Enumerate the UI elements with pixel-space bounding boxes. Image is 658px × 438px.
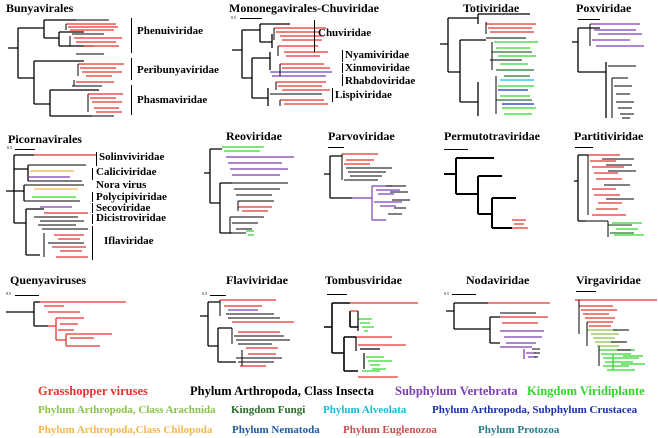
scale-label: 0.5	[444, 291, 449, 296]
clade-bracket	[131, 85, 132, 115]
clade-bracket	[131, 58, 132, 80]
legend-item-chilopoda: Phylum Arthropoda,Class Chilopoda	[38, 424, 213, 436]
clade-label: Nora virus	[96, 179, 147, 191]
clade-bracket	[131, 18, 132, 53]
clade-label: Caliciviridae	[96, 166, 157, 178]
legend-item-crustacea: Phylum Arthropoda, Subphylum Crustacea	[432, 404, 638, 416]
scale-bar	[240, 18, 262, 19]
scale-bar	[327, 294, 347, 295]
legend-item-nematoda: Phylum Nematoda	[232, 424, 320, 436]
clade-bracket	[92, 214, 93, 224]
phylo-tree-bunyavirales	[8, 19, 124, 117]
legend-item-euglenozoa: Phylum Euglenozoa	[343, 424, 437, 436]
clade-bracket	[332, 88, 333, 102]
panel-title: Mononegavirales-Chuviridae	[229, 1, 379, 15]
phylo-tree-nodaviridae	[446, 302, 550, 359]
panel-title: Bunyavirales	[6, 1, 74, 15]
clade-label: Polycipiviridae	[96, 191, 167, 203]
clade-label: Solinviviridae	[99, 151, 165, 163]
legend-item-fungi: Kingdom Fungi	[231, 404, 306, 416]
phylo-tree-tombusviridae	[324, 302, 418, 378]
phylo-tree-reoviridae	[204, 146, 294, 236]
phylo-tree-parvoviridae	[324, 153, 410, 221]
panel-title: Partitiviridae	[574, 129, 644, 143]
scale-bar	[328, 147, 344, 148]
legend-item-protozoa: Phylum Protozoa	[478, 424, 560, 436]
scale-label: 0.5	[6, 291, 11, 296]
panel-title: Parvoviridae	[328, 129, 395, 143]
legend-item-grasshopper-viruses: Grasshopper viruses	[38, 384, 148, 398]
panel-title: Totiviridae	[463, 1, 520, 15]
panel-title: Nodaviridae	[466, 273, 530, 287]
scale-bar	[575, 147, 593, 148]
clade-label: Nyamiviridae	[345, 49, 410, 61]
clade-bracket	[342, 74, 343, 86]
clade-bracket	[342, 63, 343, 73]
clade-label: Phasmaviridae	[137, 94, 208, 106]
scale-bar	[15, 295, 39, 296]
panel-title: Virgaviridae	[576, 273, 641, 287]
phylo-tree-picornavirales	[6, 154, 96, 258]
scale-bar	[576, 291, 596, 292]
panel-title: Flaviviridae	[226, 273, 288, 287]
panel-title: Poxviridae	[576, 1, 632, 15]
scale-bar	[210, 295, 226, 296]
clade-label: Phenuiviridae	[137, 25, 204, 37]
clade-label: Peribunyaviridae	[137, 64, 219, 76]
clade-bracket	[342, 50, 343, 62]
panel-title: Quenyaviruses	[10, 273, 87, 287]
clade-bracket	[314, 20, 315, 52]
clade-label: Lispiviridae	[335, 89, 392, 101]
clade-label: Secoviridae	[96, 202, 151, 214]
clade-label: Xinmoviridae	[345, 62, 410, 74]
legend-item-arachnida: Phylum Arthropoda, Class Arachnida	[38, 404, 216, 416]
phylo-tree-permutotetraviridae	[444, 157, 528, 229]
scale-label: 0.5	[202, 291, 207, 296]
clade-bracket	[92, 203, 93, 213]
phylo-tree-totiviridae	[440, 13, 538, 116]
scale-bar	[444, 149, 468, 150]
clade-label: Dicistroviridae	[96, 212, 167, 224]
legend-item-viridiplante: Kingdom Viridiplante	[527, 384, 645, 398]
clade-bracket	[96, 152, 97, 166]
clade-label: Chuviridae	[318, 27, 372, 39]
legend-item-insecta: Phylum Arthropoda, Class Insecta	[190, 384, 374, 398]
scale-bar	[452, 294, 476, 295]
scale-label: 0.5	[231, 15, 236, 20]
clade-bracket	[92, 168, 93, 180]
phylo-tree-mononegavirales	[232, 23, 332, 106]
panel-title: Reoviridae	[226, 129, 282, 143]
panel-title: Picornavirales	[8, 132, 82, 146]
phylo-tree-quenyaviruses	[6, 301, 126, 347]
clade-bracket	[92, 226, 93, 260]
scale-bar	[15, 149, 35, 150]
scale-label: 0.5	[7, 145, 12, 150]
panel-title: Tombusviridae	[325, 273, 402, 287]
clade-label: Rhabdoviridae	[345, 75, 416, 87]
legend-item-alveolata: Phylum Alveolata	[323, 404, 407, 416]
phylo-tree-poxviridae	[572, 23, 644, 119]
clade-label: Iflaviridae	[104, 235, 154, 247]
phylo-tree-virgaviridae	[575, 299, 657, 371]
scale-bar	[578, 19, 600, 20]
clade-bracket	[92, 192, 93, 202]
phylo-tree-flaviviridae	[200, 299, 294, 367]
panel-title: Permutotraviridae	[444, 129, 540, 143]
legend-item-vertebrata: Subphylum Vertebrata	[395, 384, 518, 398]
phylo-tree-partitiviridae	[574, 154, 644, 237]
